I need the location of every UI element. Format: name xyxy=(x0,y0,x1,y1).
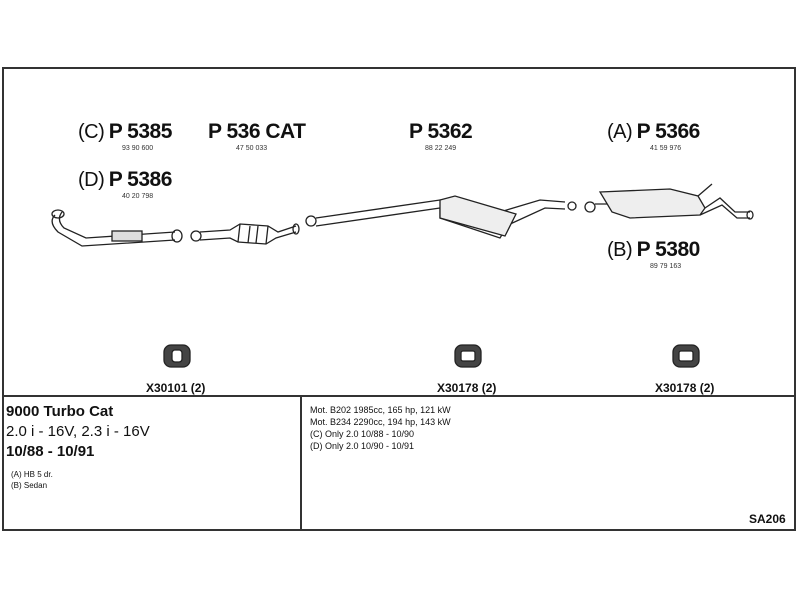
diagram-frame xyxy=(2,67,796,531)
clamp-label: X30178 (2) xyxy=(655,381,715,395)
part-number: P 5380 xyxy=(636,238,701,261)
part-prefix: (A) xyxy=(607,121,633,143)
part-label-p5366: (A) P 5366 xyxy=(607,120,700,144)
rear-silencer xyxy=(584,183,754,220)
vehicle-engines: 2.0 i - 16V, 2.3 i - 16V xyxy=(6,423,150,440)
catalytic-converter xyxy=(190,223,300,245)
oe-number: 93 90 600 xyxy=(122,145,154,152)
clamp-label: X30178 (2) xyxy=(437,381,497,395)
part-number: P 5362 xyxy=(409,120,473,143)
engine-note: Mot. B202 1985cc, 165 hp, 121 kW xyxy=(310,405,451,415)
clamp-label: X30101 (2) xyxy=(146,381,206,395)
oe-number: 41 59 976 xyxy=(650,145,682,152)
part-number: P 5385 xyxy=(108,120,173,143)
part-label-p5362: P 5362 xyxy=(409,120,473,144)
part-number: P 5386 xyxy=(108,168,173,191)
part-prefix: (C) xyxy=(78,121,105,143)
part-prefix: (B) xyxy=(607,239,633,261)
fitment-note: (D) Only 2.0 10/90 - 10/91 xyxy=(310,441,415,451)
front-pipe xyxy=(51,209,183,247)
middle-silencer xyxy=(305,195,577,239)
engine-note: Mot. B234 2290cc, 194 hp, 143 kW xyxy=(310,417,451,427)
clamp-icon xyxy=(454,344,482,368)
part-label-p5386: (D) P 5386 xyxy=(78,168,172,192)
oe-number: 40 20 798 xyxy=(122,193,154,200)
part-label-p5385: (C) P 5385 xyxy=(78,120,172,144)
oe-number: 88 22 249 xyxy=(425,145,457,152)
clamp-icon xyxy=(163,344,191,368)
divider-vertical xyxy=(300,395,302,531)
part-label-p536cat: P 536 CAT xyxy=(208,120,306,144)
fitment-note: (C) Only 2.0 10/88 - 10/90 xyxy=(310,429,415,439)
part-label-p5380: (B) P 5380 xyxy=(607,238,700,262)
clamp-icon xyxy=(672,344,700,368)
oe-number: 89 79 163 xyxy=(650,263,682,270)
diagram-code: SA206 xyxy=(749,512,786,526)
part-number: P 536 CAT xyxy=(208,120,306,143)
variant-b: (B) Sedan xyxy=(11,481,48,490)
part-prefix: (D) xyxy=(78,169,105,191)
divider-horizontal xyxy=(2,395,796,397)
variant-a: (A) HB 5 dr. xyxy=(11,470,53,479)
vehicle-years: 10/88 - 10/91 xyxy=(6,443,95,460)
oe-number: 47 50 033 xyxy=(236,145,268,152)
vehicle-model: 9000 Turbo Cat xyxy=(6,403,114,420)
part-number: P 5366 xyxy=(636,120,701,143)
